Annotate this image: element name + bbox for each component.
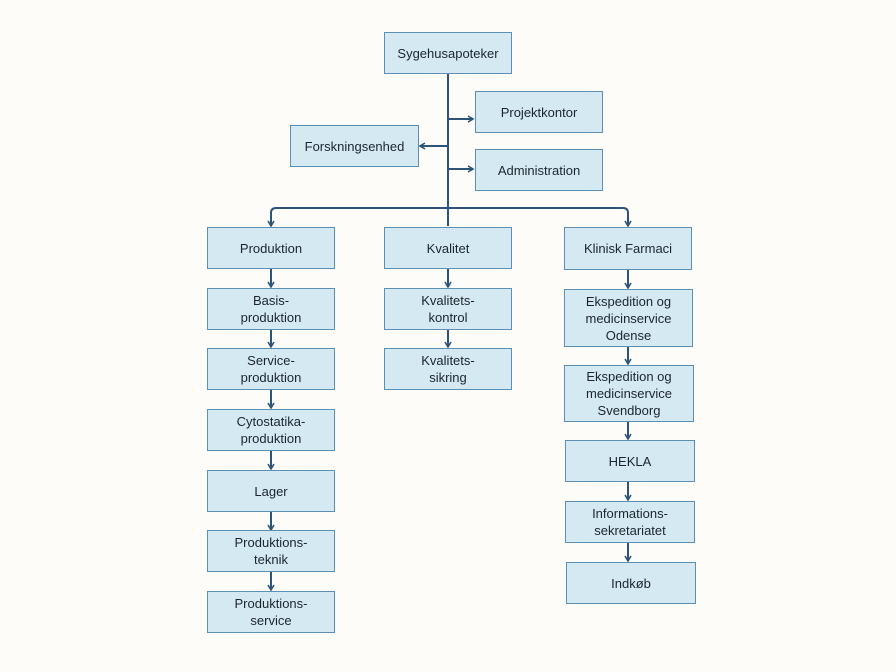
box-klinisk-farmaci: Klinisk Farmaci [564,227,692,270]
box-sygehusapoteker: Sygehusapoteker [384,32,512,74]
box-informationssekretariatet: Informations- sekretariatet [565,501,695,543]
box-cytostatika-produktion: Cytostatika- produktion [207,409,335,451]
box-forskningsenhed: Forskningsenhed [290,125,419,167]
box-basis-produktion: Basis- produktion [207,288,335,330]
box-kvalitetssikring: Kvalitets- sikring [384,348,512,390]
box-kvalitetskontrol: Kvalitets- kontrol [384,288,512,330]
box-lager: Lager [207,470,335,512]
box-service-produktion: Service- produktion [207,348,335,390]
box-projektkontor: Projektkontor [475,91,603,133]
department-bar [270,207,629,226]
box-ekspedition-odense: Ekspedition og medicinservice Odense [564,289,693,347]
box-produktionsservice: Produktions- service [207,591,335,633]
box-produktionsteknik: Produktions- teknik [207,530,335,572]
box-ekspedition-svendborg: Ekspedition og medicinservice Svendborg [564,365,694,422]
box-hekla: HEKLA [565,440,695,482]
box-administration: Administration [475,149,603,191]
box-produktion: Produktion [207,227,335,269]
box-indkob: Indkøb [566,562,696,604]
box-kvalitet: Kvalitet [384,227,512,269]
